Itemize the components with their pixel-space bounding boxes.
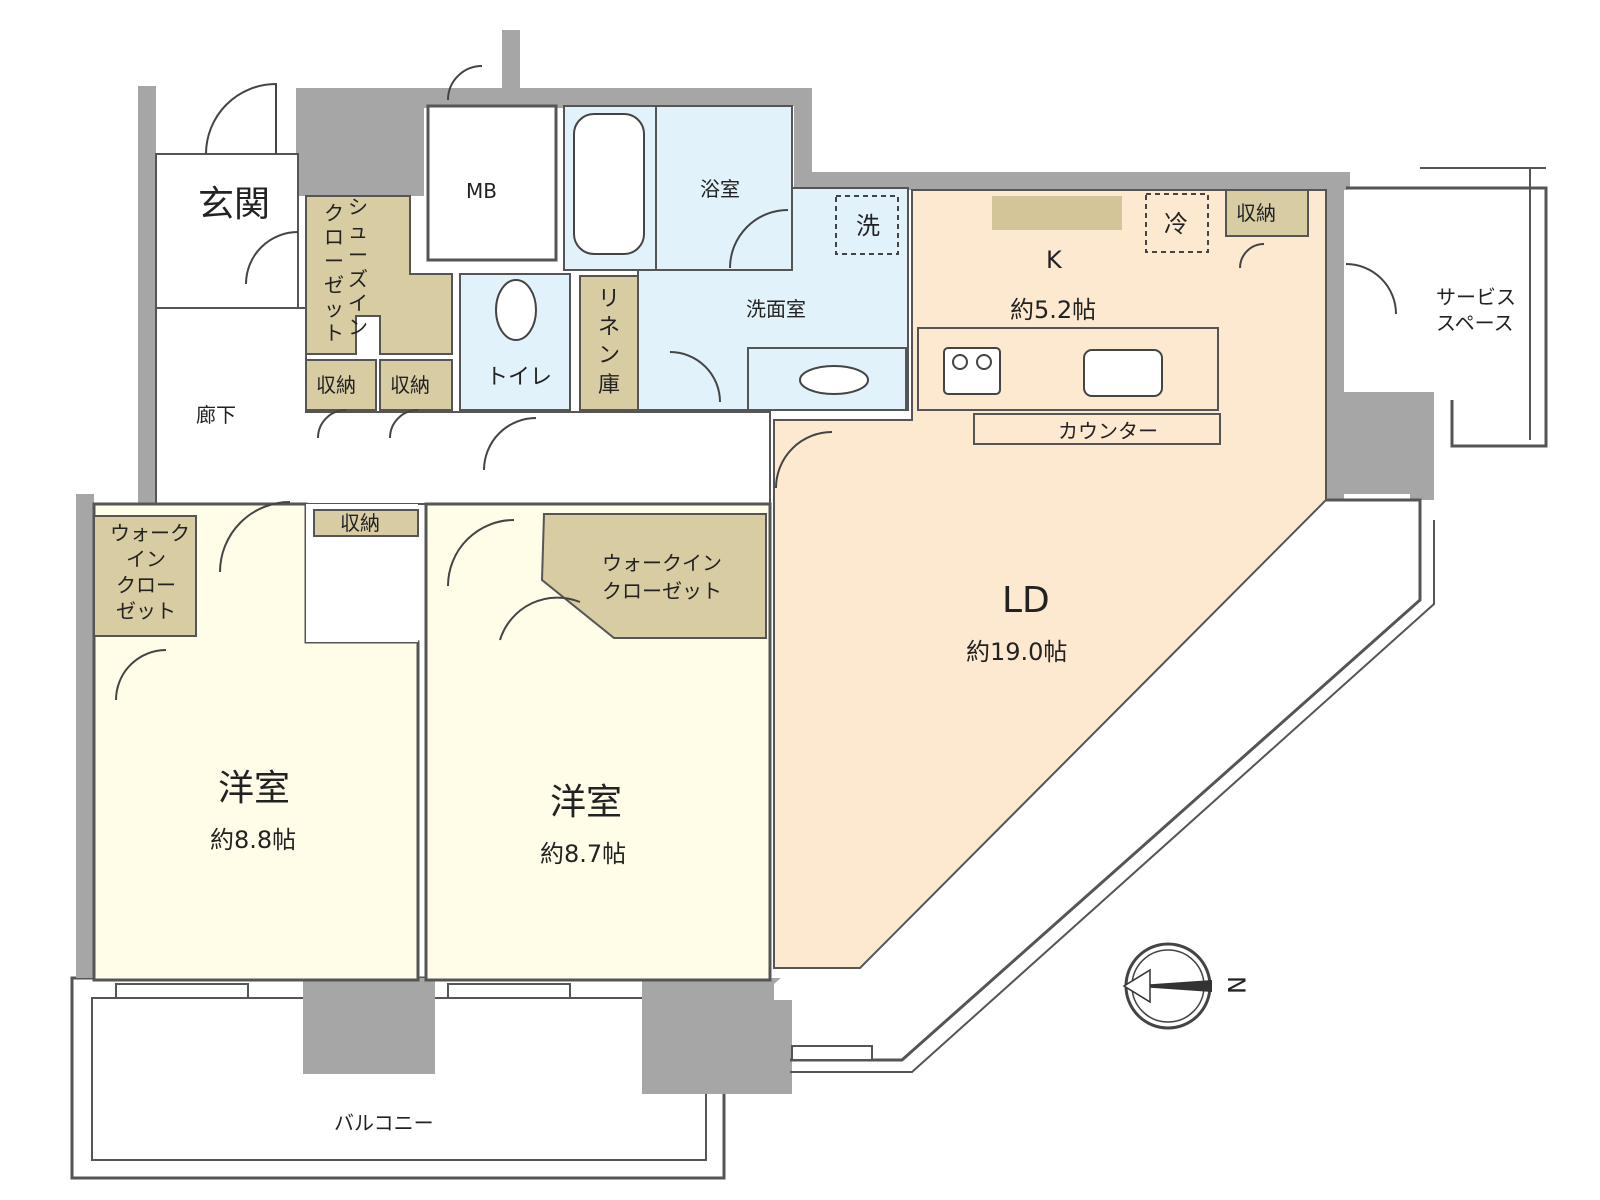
svg-text:ウォーク: ウォーク — [110, 521, 190, 545]
toilet-bowl — [495, 279, 537, 341]
counter-bar — [973, 413, 1221, 445]
linen-label: リ ネ ン 庫 — [598, 287, 620, 398]
bathtub — [573, 113, 645, 255]
service-space-label: サービス スペース — [1436, 285, 1516, 335]
entrance-area — [155, 153, 299, 309]
bedroom-left-label: 洋室 — [218, 768, 290, 809]
balcony-label: バルコニー — [334, 1111, 434, 1135]
storage-label-k: 収納 — [1236, 201, 1276, 225]
washroom-label: 洗面室 — [746, 297, 806, 321]
svg-text:ー: ー — [324, 249, 344, 273]
doors — [115, 65, 1397, 701]
svg-text:ロ: ロ — [324, 225, 344, 249]
stove-icon — [943, 347, 1001, 395]
corridor-label: 廊下 — [196, 403, 236, 427]
svg-text:リ: リ — [598, 287, 620, 312]
bedroom-mid-label: 洋室 — [550, 782, 622, 823]
svg-text:イン: イン — [126, 547, 166, 571]
storage-box-3 — [313, 509, 419, 537]
svg-text:ト: ト — [324, 321, 344, 345]
shoe-closet-label: シ ュ ー ズ イ ン ク ロ ー ゼ ッ ト — [324, 195, 368, 345]
compass-icon: N — [1122, 942, 1250, 1030]
svg-text:クロー: クロー — [116, 573, 176, 597]
mb-room — [426, 104, 558, 262]
svg-text:スペース: スペース — [1436, 311, 1514, 335]
compass-north-label: N — [1222, 976, 1250, 994]
wic-left — [93, 515, 197, 637]
storage-label-1: 収納 — [316, 373, 356, 397]
kitchen-storage — [1225, 189, 1309, 237]
wic-mid — [540, 513, 767, 639]
sink-icon — [1083, 349, 1163, 397]
counter-label: カウンター — [1058, 419, 1158, 443]
fridge-label: 冷 — [1164, 210, 1188, 238]
entrance-label: 玄関 — [198, 184, 270, 225]
storage-label-2: 収納 — [390, 373, 430, 397]
kitchen-size-label: 約5.2帖 — [1010, 296, 1096, 324]
svg-text:ウォークイン: ウォークイン — [602, 551, 722, 575]
bedroom-mid-size-label: 約8.7帖 — [540, 840, 626, 868]
shoe-closet — [305, 195, 453, 355]
svg-text:ネ: ネ — [598, 315, 620, 340]
basin — [799, 365, 869, 395]
svg-text:イ: イ — [348, 291, 368, 315]
kitchen-shelf — [992, 196, 1122, 230]
toilet-label: トイレ — [486, 365, 552, 390]
service-space — [1346, 167, 1548, 448]
svg-text:庫: 庫 — [598, 373, 620, 398]
wic-left-label: ウォーク イン クロー ゼット — [110, 521, 190, 623]
linen-closet — [579, 275, 639, 411]
svg-text:ゼット: ゼット — [116, 599, 176, 623]
ld-label: LD — [1002, 580, 1050, 621]
svg-text:ク: ク — [324, 201, 344, 225]
svg-text:ュ: ュ — [348, 219, 368, 243]
svg-text:ゼ: ゼ — [324, 273, 344, 297]
svg-text:ン: ン — [348, 315, 368, 339]
exterior-walls — [76, 30, 1434, 1016]
svg-text:ズ: ズ — [348, 267, 368, 291]
wic-mid-label: ウォークイン クローゼット — [602, 551, 722, 603]
windows — [115, 983, 873, 1061]
ld-size-label: 約19.0帖 — [966, 638, 1067, 666]
bath-label: 浴室 — [700, 177, 740, 201]
svg-text:サービス: サービス — [1436, 285, 1516, 309]
bedroom-left-size-label: 約8.8帖 — [210, 826, 296, 854]
washer-space — [835, 195, 899, 255]
fridge-space — [1145, 193, 1209, 253]
svg-text:ッ: ッ — [324, 297, 344, 321]
svg-text:ン: ン — [598, 343, 620, 368]
svg-text:シ: シ — [348, 195, 368, 219]
kitchen-label: K — [1046, 246, 1063, 274]
svg-text:クローゼット: クローゼット — [602, 579, 722, 603]
svg-text:ー: ー — [348, 243, 368, 267]
washer-label: 洗 — [856, 212, 880, 240]
mb-label: MB — [466, 179, 497, 203]
storage-label-3: 収納 — [340, 511, 380, 535]
